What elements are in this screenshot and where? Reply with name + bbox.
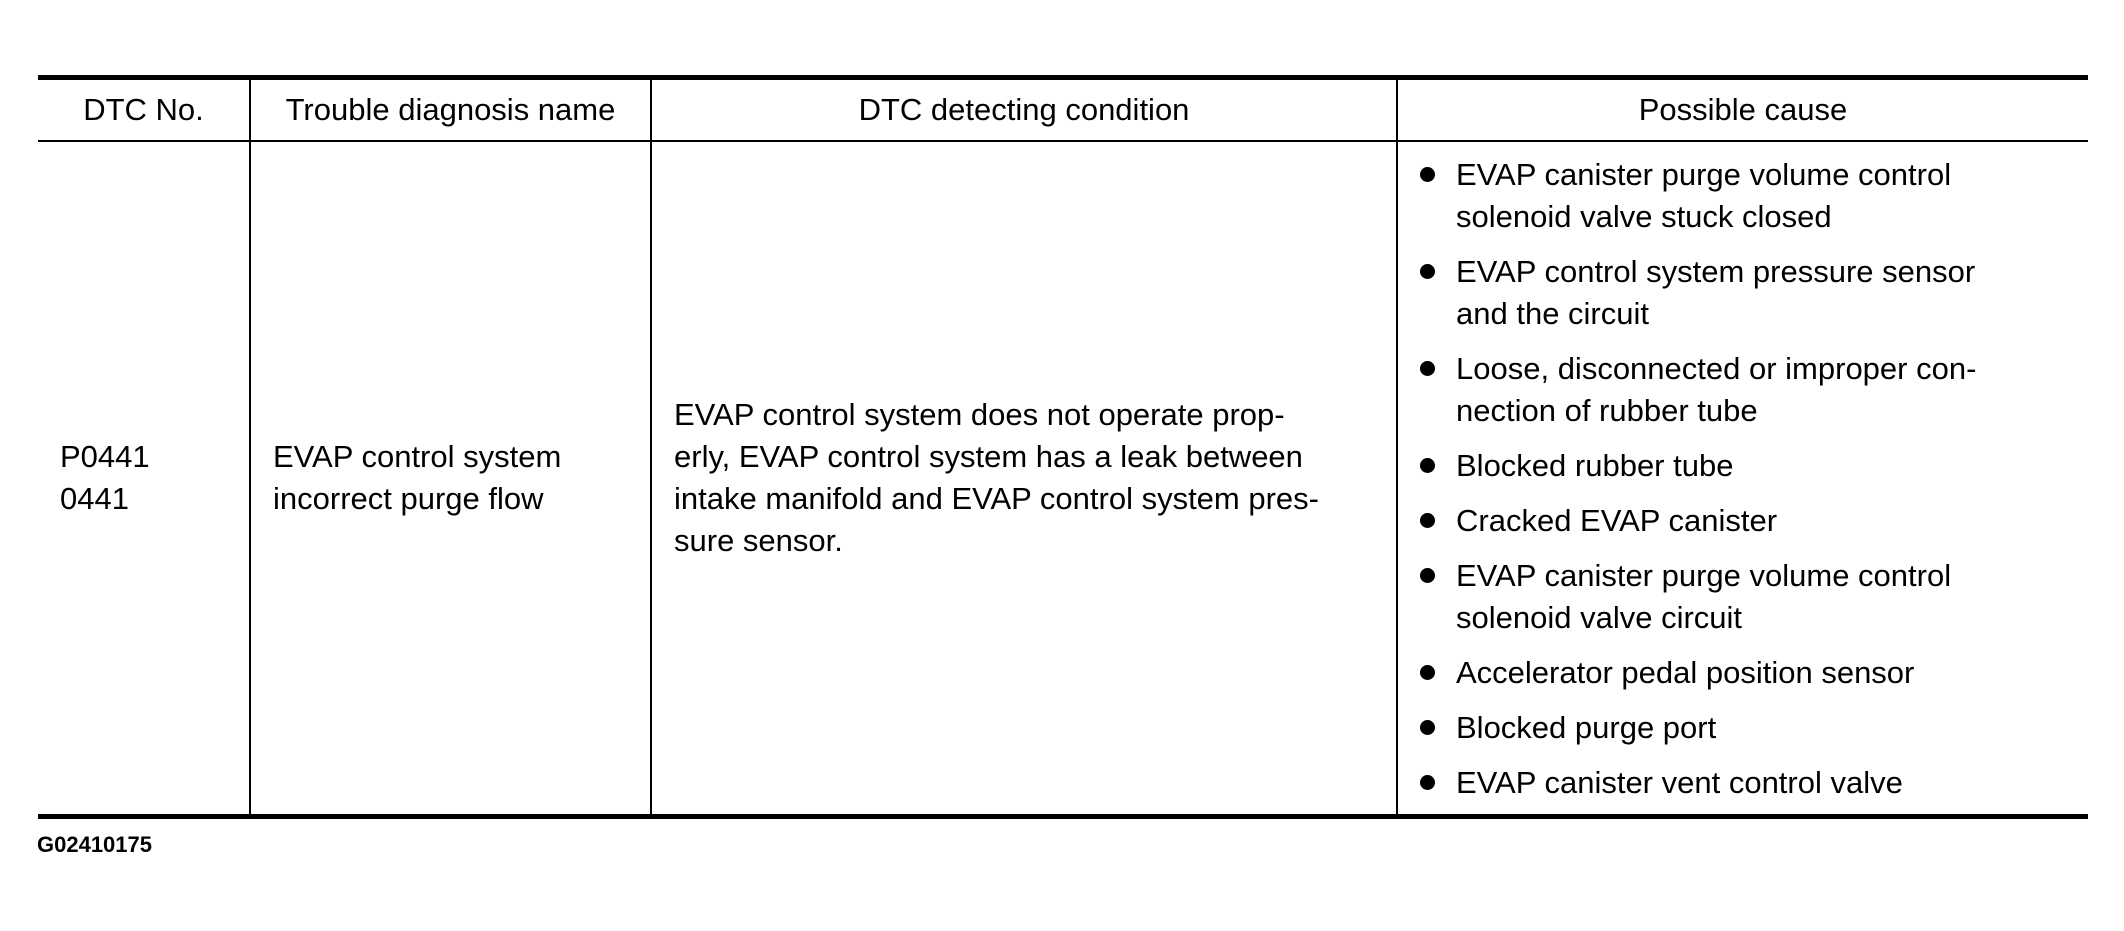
list-item: Blocked purge port (1420, 707, 2068, 749)
table-header-row: DTC No. Trouble diagnosis name DTC detec… (38, 75, 2088, 142)
cause-text: Blocked purge port (1456, 710, 1717, 745)
list-item: EVAP canister purge volume control solen… (1420, 555, 2068, 639)
header-diagnosis-name: Trouble diagnosis name (249, 75, 652, 142)
cause-text: EVAP canister vent control valve (1456, 765, 1903, 800)
dtc-code: P0441 (60, 439, 150, 474)
list-item: EVAP canister vent control valve (1420, 762, 2068, 804)
table-row: P0441 0441 EVAP control system incorrect… (38, 141, 2088, 819)
cause-text: EVAP control system pressure sensor (1456, 254, 1976, 289)
bullet-icon (1420, 264, 1435, 279)
cause-text: and the circuit (1456, 296, 1649, 331)
bullet-icon (1420, 167, 1435, 182)
list-item: Loose, disconnected or improper con- nec… (1420, 348, 2068, 432)
cause-text: solenoid valve stuck closed (1456, 199, 1832, 234)
possible-cause-list: EVAP canister purge volume control solen… (1420, 154, 2068, 804)
cause-text: EVAP canister purge volume control (1456, 558, 1952, 593)
cause-text: Blocked rubber tube (1456, 448, 1734, 483)
list-item: EVAP control system pressure sensor and … (1420, 251, 2068, 335)
bullet-icon (1420, 720, 1435, 735)
list-item: Accelerator pedal position sensor (1420, 652, 2068, 694)
bullet-icon (1420, 458, 1435, 473)
diagnosis-name-line: EVAP control system (273, 439, 562, 474)
list-item: Cracked EVAP canister (1420, 500, 2068, 542)
cause-text: EVAP canister purge volume control (1456, 157, 1952, 192)
bullet-icon (1420, 665, 1435, 680)
condition-line: EVAP control system does not operate pro… (674, 397, 1285, 432)
header-dtc-no: DTC No. (38, 75, 251, 142)
dtc-code-short: 0441 (60, 481, 129, 516)
cause-text: Loose, disconnected or improper con- (1456, 351, 1977, 386)
list-item: Blocked rubber tube (1420, 445, 2068, 487)
diagnosis-name-line: incorrect purge flow (273, 481, 544, 516)
list-item: EVAP canister purge volume control solen… (1420, 154, 2068, 238)
possible-cause-cell: EVAP canister purge volume control solen… (1396, 141, 2088, 819)
detecting-condition-cell: EVAP control system does not operate pro… (650, 141, 1398, 819)
header-possible-cause: Possible cause (1396, 75, 2088, 142)
cause-text: nection of rubber tube (1456, 393, 1758, 428)
dtc-no-cell: P0441 0441 (38, 141, 251, 819)
bullet-icon (1420, 775, 1435, 790)
bullet-icon (1420, 361, 1435, 376)
bullet-icon (1420, 513, 1435, 528)
header-detecting-condition: DTC detecting condition (650, 75, 1398, 142)
cause-text: solenoid valve circuit (1456, 600, 1743, 635)
cause-text: Accelerator pedal position sensor (1456, 655, 1915, 690)
condition-line: sure sensor. (674, 523, 843, 558)
dtc-table: DTC No. Trouble diagnosis name DTC detec… (38, 75, 2088, 819)
condition-line: erly, EVAP control system has a leak bet… (674, 439, 1303, 474)
figure-id: G02410175 (37, 832, 152, 857)
diagnosis-name-cell: EVAP control system incorrect purge flow (249, 141, 652, 819)
condition-line: intake manifold and EVAP control system … (674, 481, 1319, 516)
bullet-icon (1420, 568, 1435, 583)
cause-text: Cracked EVAP canister (1456, 503, 1778, 538)
